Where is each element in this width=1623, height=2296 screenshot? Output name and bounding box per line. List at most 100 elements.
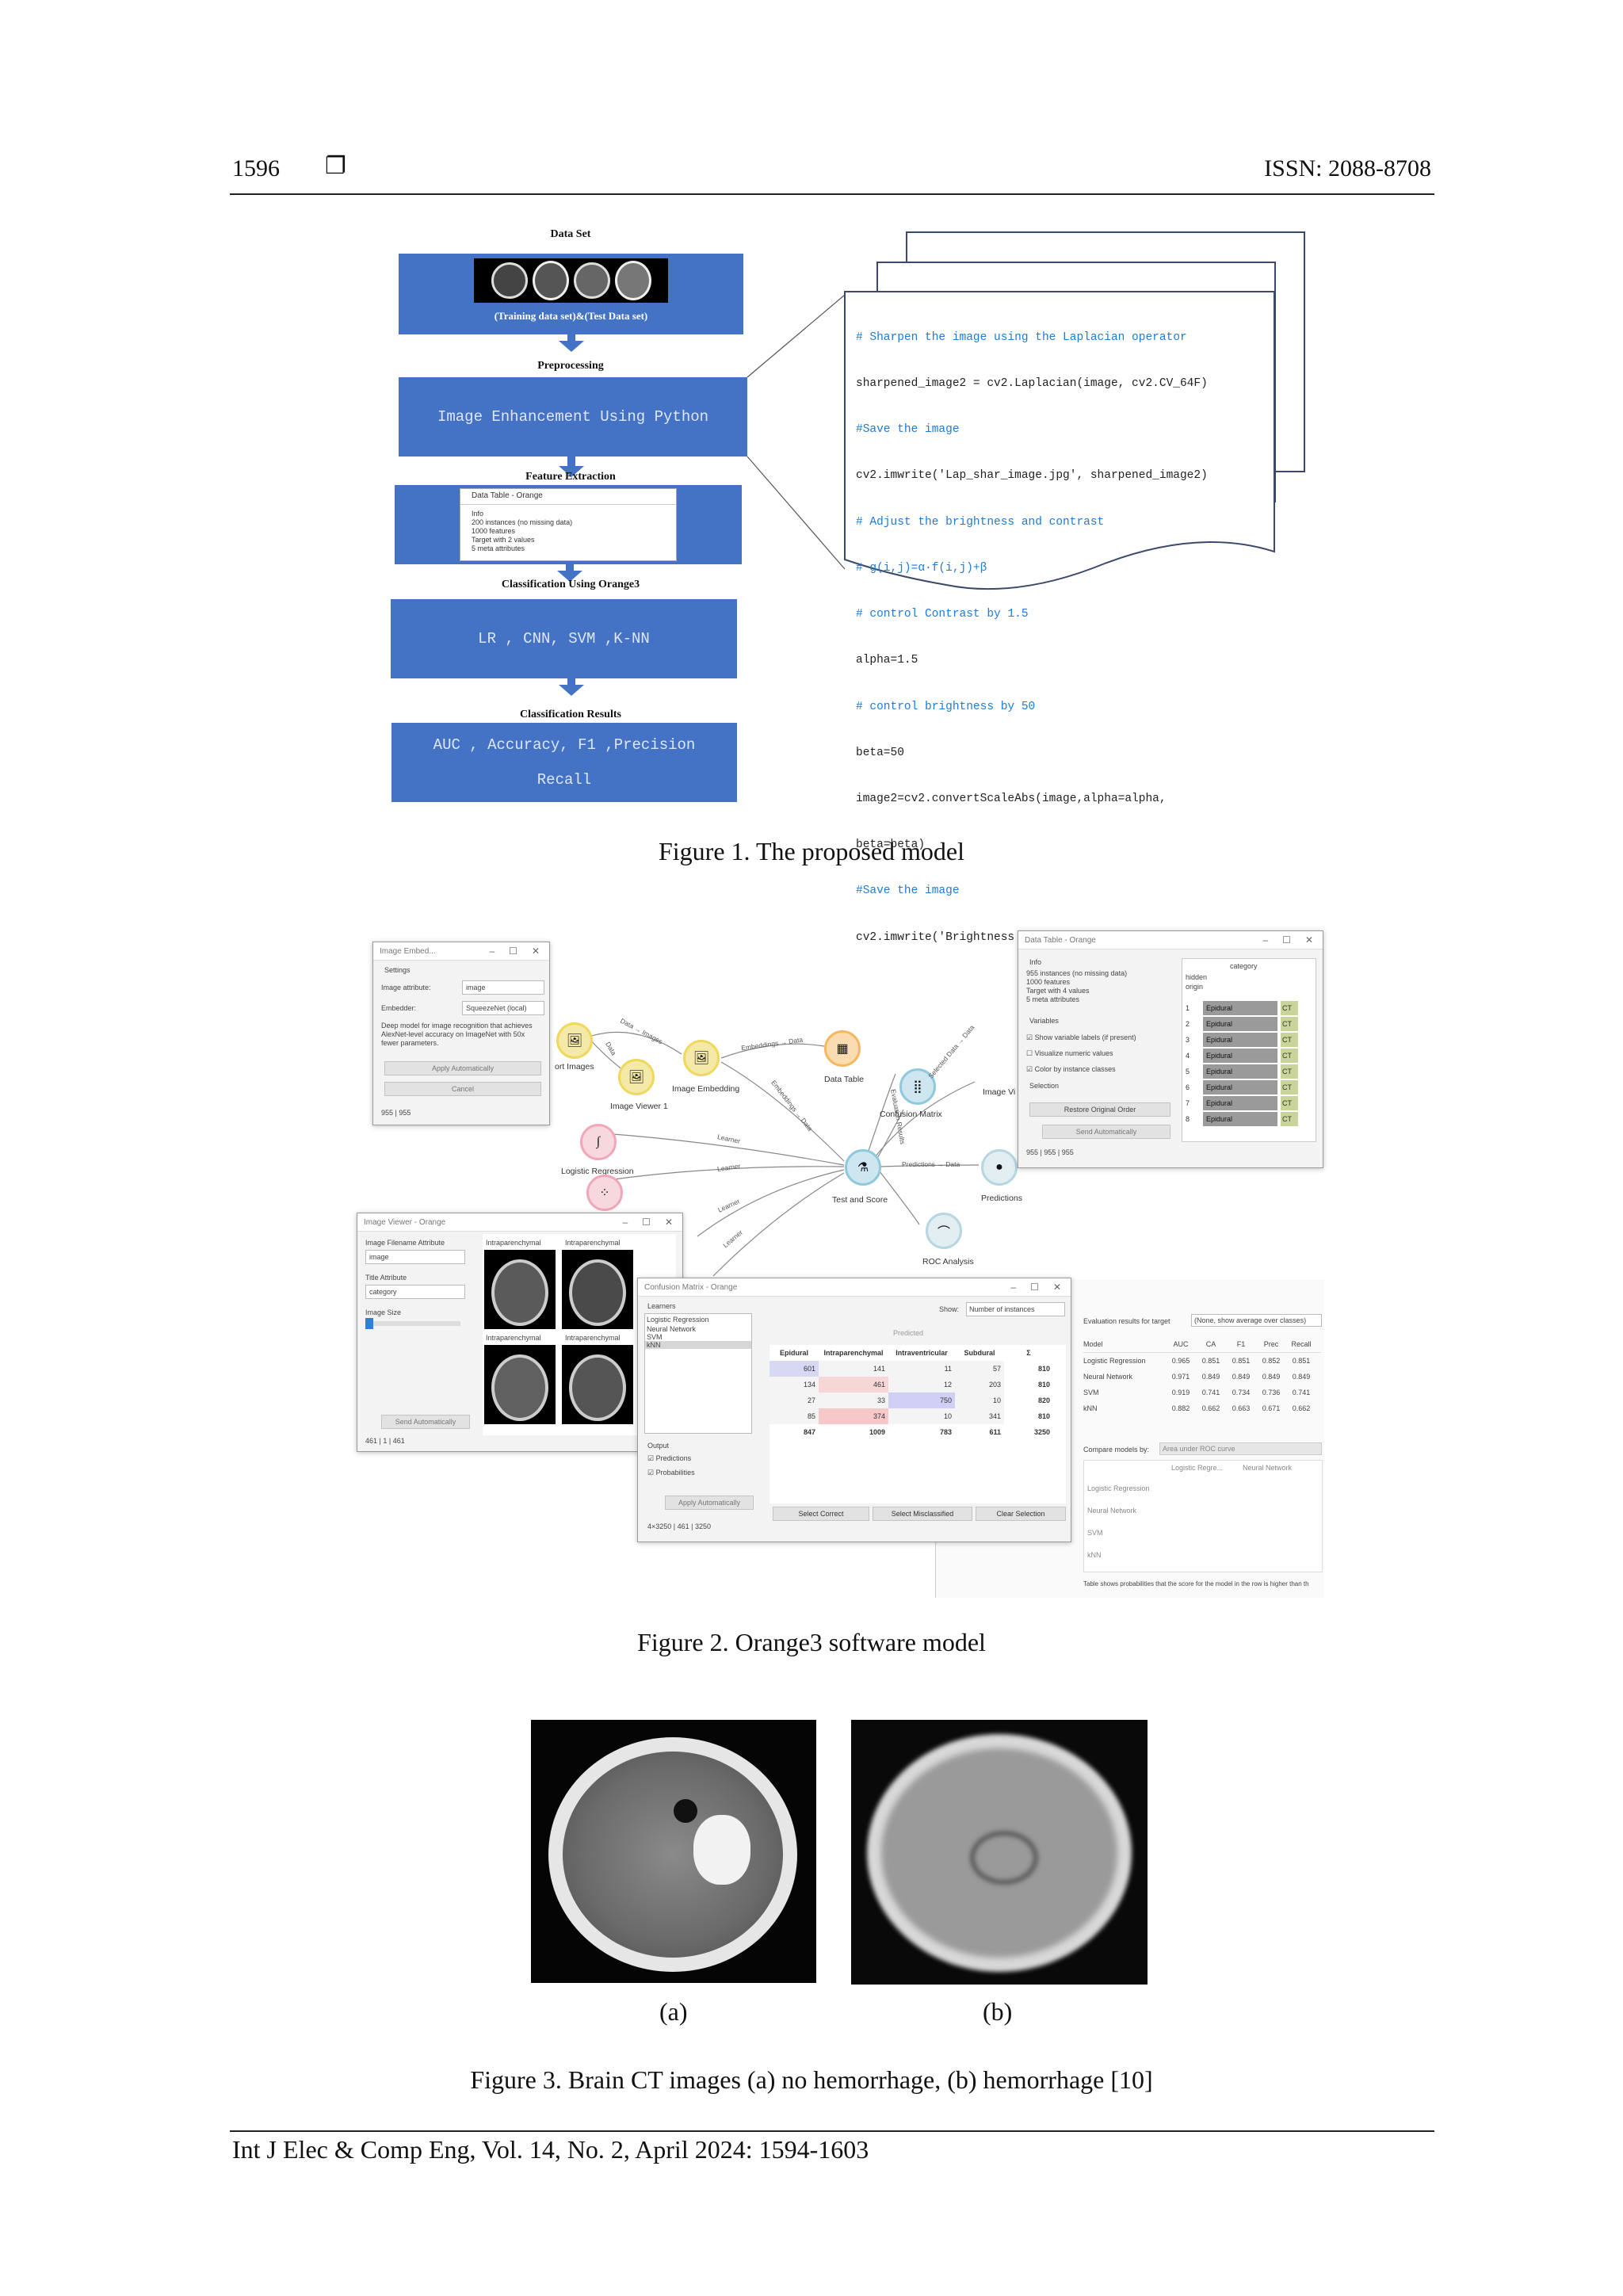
learner-item-selected[interactable]: kNN (645, 1341, 751, 1349)
show-select[interactable]: Number of instances (966, 1302, 1065, 1316)
window-titlebar[interactable]: Image Viewer - Orange–☐✕ (357, 1213, 682, 1232)
svm-node[interactable]: ⁘ (586, 1175, 623, 1211)
ct-thumbnail[interactable] (562, 1345, 633, 1424)
learner-item[interactable]: Logistic Regression (647, 1316, 709, 1324)
checkbox[interactable]: ☑ Color by instance classes (1026, 1065, 1116, 1073)
target-select[interactable]: (None, show average over classes) (1191, 1314, 1322, 1327)
apply-automatically-button[interactable]: Apply Automatically (665, 1496, 754, 1510)
ct-thumbnail[interactable] (484, 1345, 556, 1424)
restore-order-button[interactable]: Restore Original Order (1029, 1102, 1170, 1117)
data-table-node[interactable]: ▦ (824, 1030, 861, 1067)
close-icon[interactable]: ✕ (664, 1217, 673, 1228)
window-titlebar[interactable]: Image Embed...–☐✕ (373, 942, 549, 961)
image-viewer-window[interactable]: Image Viewer - Orange–☐✕ Image Filename … (357, 1213, 683, 1452)
compare-select[interactable]: Area under ROC curve (1159, 1442, 1322, 1455)
maximize-icon[interactable]: ☐ (1030, 1282, 1039, 1293)
learner-item[interactable]: Neural Network (647, 1325, 697, 1333)
logistic-regression-node[interactable]: ∫ (580, 1124, 617, 1160)
send-automatically-button[interactable]: Send Automatically (381, 1415, 470, 1429)
matrix-cell[interactable]: 85 (769, 1408, 819, 1424)
close-icon[interactable]: ✕ (1052, 1282, 1061, 1293)
learners-list[interactable]: Logistic Regression Neural Network SVM k… (644, 1313, 752, 1434)
matrix-cell[interactable]: 141 (819, 1361, 888, 1377)
send-automatically-button[interactable]: Send Automatically (1042, 1125, 1170, 1139)
matrix-cell[interactable]: 461 (819, 1377, 888, 1392)
slider-handle[interactable] (365, 1318, 373, 1329)
matrix-cell[interactable]: 341 (955, 1408, 1004, 1424)
minimize-icon[interactable]: – (489, 946, 495, 957)
confusion-matrix-node[interactable]: ⣿ (899, 1068, 936, 1105)
matrix-cell[interactable]: 57 (955, 1361, 1004, 1377)
confusion-matrix-window[interactable]: Confusion Matrix - Orange–☐✕ Learners Lo… (637, 1278, 1071, 1542)
image-attribute-select[interactable]: image (462, 980, 544, 995)
filename-attr-select[interactable]: image (365, 1250, 465, 1264)
select-misclassified-button[interactable]: Select Misclassified (873, 1507, 972, 1521)
ct-thumbnail[interactable] (562, 1250, 633, 1329)
learner-item[interactable]: SVM (647, 1333, 663, 1341)
minimize-icon[interactable]: – (1010, 1282, 1017, 1293)
matrix-cell[interactable]: 374 (819, 1408, 888, 1424)
roc-analysis-node[interactable]: ⌒ (926, 1213, 962, 1249)
embedder-select[interactable]: SqueezeNet (local) (462, 1001, 544, 1015)
maximize-icon[interactable]: ☐ (1282, 934, 1291, 946)
data-table-window[interactable]: Data Table - Orange–☐✕ Info 955 instance… (1018, 930, 1323, 1168)
thumbnail-grid[interactable]: Intraparenchymal Intraparenchymal Intrap… (483, 1234, 676, 1435)
apply-automatically-button[interactable]: Apply Automatically (384, 1061, 541, 1075)
clear-selection-button[interactable]: Clear Selection (976, 1507, 1066, 1521)
window-titlebar[interactable]: Confusion Matrix - Orange–☐✕ (638, 1278, 1071, 1297)
close-icon[interactable]: ✕ (531, 946, 540, 957)
checkbox[interactable]: ☐ Visualize numeric values (1026, 1049, 1113, 1057)
predictions-node[interactable]: ● (981, 1149, 1018, 1186)
test-and-score-node[interactable]: ⚗ (845, 1149, 881, 1186)
select-correct-button[interactable]: Select Correct (773, 1507, 869, 1521)
cancel-button[interactable]: Cancel (384, 1082, 541, 1096)
minimize-icon[interactable]: – (1262, 934, 1269, 946)
matrix-cell[interactable]: 12 (888, 1377, 955, 1392)
image-embedding-node[interactable]: 🖼 (683, 1040, 720, 1076)
matrix-cell[interactable]: 10 (955, 1392, 1004, 1408)
output-checkbox[interactable]: ☑ Probabilities (647, 1469, 695, 1477)
matrix-cell[interactable]: 601 (769, 1361, 819, 1377)
import-images-node[interactable]: 🖼 (556, 1022, 593, 1059)
matrix-cell[interactable]: 750 (888, 1392, 955, 1408)
matrix-cell[interactable]: 33 (819, 1392, 888, 1408)
image-embedding-window[interactable]: Image Embed...–☐✕ Settings Image attribu… (372, 942, 550, 1125)
matrix-cell[interactable]: 10 (888, 1408, 955, 1424)
window-titlebar[interactable]: Data Table - Orange–☐✕ (1018, 931, 1323, 949)
image-viewer-1-node[interactable]: 🖼 (618, 1059, 655, 1095)
minimize-icon[interactable]: – (622, 1217, 628, 1228)
maximize-icon[interactable]: ☐ (642, 1217, 651, 1228)
matrix-cell[interactable]: 11 (888, 1361, 955, 1377)
title-attr-select[interactable]: category (365, 1285, 465, 1299)
image-size-slider[interactable] (365, 1318, 460, 1329)
checkbox[interactable]: ☑ Show variable labels (if present) (1026, 1033, 1136, 1041)
maximize-icon[interactable]: ☐ (509, 946, 517, 957)
close-icon[interactable]: ✕ (1304, 934, 1313, 946)
output-checkbox[interactable]: ☑ Predictions (647, 1454, 692, 1462)
matrix-cell[interactable]: 203 (955, 1377, 1004, 1392)
matrix-cell[interactable]: 27 (769, 1392, 819, 1408)
ct-thumbnail[interactable] (484, 1250, 556, 1329)
matrix-cell[interactable]: 134 (769, 1377, 819, 1392)
